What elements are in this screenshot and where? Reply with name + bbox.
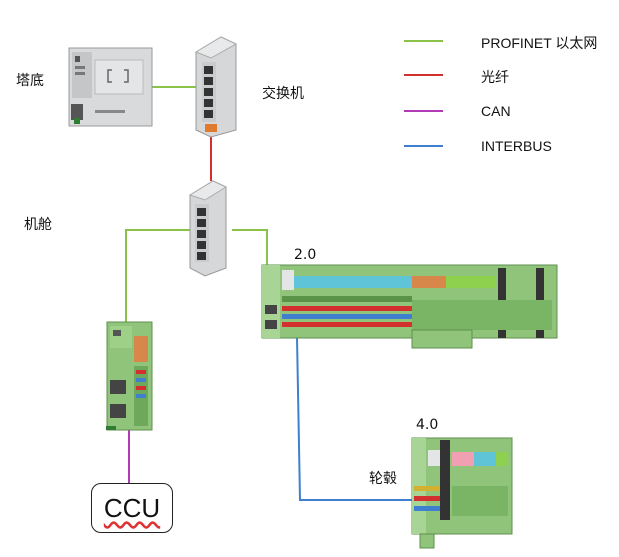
tower-base-label: 塔底 (16, 73, 44, 89)
legend-can-text: CAN (481, 103, 511, 119)
switch-label: 交换机 (262, 86, 304, 102)
ethernet-switch-top (194, 36, 238, 138)
station-2-io-rail (261, 264, 558, 349)
legend-fiber-text: 光纤 (481, 69, 509, 85)
legend-interbus-text: INTERBUS (481, 138, 552, 154)
nacelle-label: 机舱 (24, 217, 52, 233)
station-4-io-rail (411, 437, 513, 549)
profinet-link-nacelle-right (232, 229, 268, 265)
profinet-link-nacelle-left (125, 229, 190, 322)
station-4-label: 4.0 (416, 417, 439, 433)
station-2-label: 2.0 (294, 247, 317, 263)
tower-base-controller (68, 47, 153, 127)
ccu-box: CCU (91, 483, 173, 533)
interbus-link-hub (296, 336, 412, 501)
hub-label: 轮毂 (369, 471, 397, 487)
ethernet-switch-nacelle (188, 180, 228, 277)
legend-profinet-text: PROFINET 以太网 (481, 35, 598, 51)
nacelle-io-module (106, 321, 153, 431)
ccu-label: CCU (103, 493, 161, 523)
